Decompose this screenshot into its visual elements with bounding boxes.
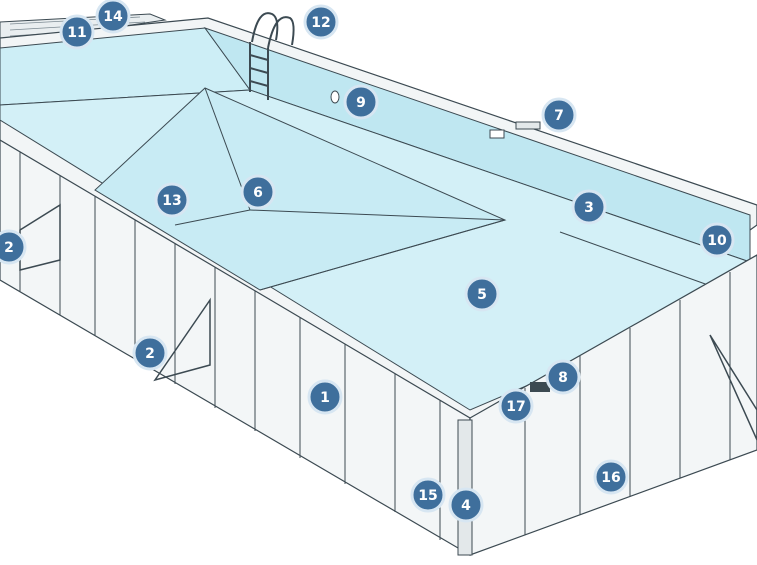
corner-post — [457, 419, 473, 556]
filter-connector — [530, 382, 550, 392]
skimmer-lid — [515, 121, 541, 130]
ladder — [249, 12, 295, 100]
callout-2a: 2 — [0, 229, 27, 265]
callout-15: 15 — [410, 477, 446, 513]
callout-11-label: 11 — [67, 25, 86, 41]
callout-1-label: 1 — [320, 390, 330, 406]
callout-17-label: 17 — [506, 399, 525, 415]
callout-17: 17 — [498, 388, 534, 424]
callout-2b-label: 2 — [145, 346, 155, 362]
callout-14-label: 14 — [103, 9, 123, 25]
callout-6-label: 6 — [253, 185, 263, 201]
callout-2a-label: 2 — [4, 240, 14, 256]
callout-9: 9 — [343, 84, 379, 120]
callout-9-label: 9 — [356, 95, 366, 111]
callout-12: 12 — [303, 4, 339, 40]
return-nozzle — [330, 90, 340, 104]
callout-4-label: 4 — [461, 498, 471, 514]
callout-4: 4 — [448, 487, 484, 523]
callout-13-label: 13 — [162, 193, 181, 209]
callout-3: 3 — [571, 189, 607, 225]
callout-15-label: 15 — [418, 488, 437, 504]
callout-7: 7 — [541, 97, 577, 133]
callout-12-label: 12 — [311, 15, 330, 31]
callout-2b: 2 — [132, 335, 168, 371]
callout-16: 16 — [593, 459, 629, 495]
callout-6: 6 — [240, 174, 276, 210]
callout-1: 1 — [307, 379, 343, 415]
callout-8-label: 8 — [558, 370, 568, 386]
callout-13: 13 — [154, 182, 190, 218]
callout-10: 10 — [699, 222, 735, 258]
skimmer — [489, 129, 505, 139]
callout-3-label: 3 — [584, 200, 594, 216]
callout-7-label: 7 — [554, 108, 564, 124]
callout-14: 14 — [95, 0, 131, 34]
callout-16-label: 16 — [601, 470, 620, 486]
callout-8: 8 — [545, 359, 581, 395]
callout-5: 5 — [464, 276, 500, 312]
callout-5-label: 5 — [477, 287, 487, 303]
callout-10-label: 10 — [707, 233, 727, 249]
callout-11: 11 — [59, 14, 95, 50]
